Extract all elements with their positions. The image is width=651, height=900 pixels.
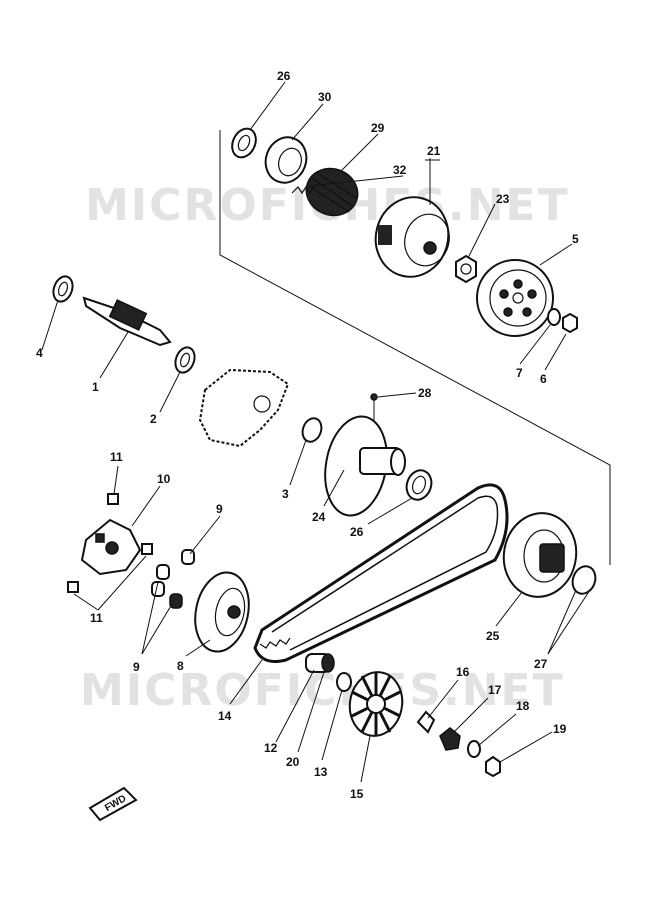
part-9-rollers — [151, 549, 195, 609]
forward-arrow-badge: FWD — [88, 786, 138, 822]
part-4-oil-seal — [52, 275, 74, 303]
callout-labels: 26 30 29 21 32 23 5 7 6 4 1 2 28 3 24 26… — [36, 69, 579, 801]
callout-9-bottom: 9 — [133, 660, 140, 674]
part-29-spring — [305, 167, 359, 217]
part-13-washer — [336, 672, 352, 692]
part-8-primary-sheave — [194, 571, 250, 653]
callout-17: 17 — [488, 683, 502, 697]
part-6-nut — [562, 312, 578, 334]
callout-27: 27 — [534, 657, 548, 671]
callout-6: 6 — [540, 372, 547, 386]
callout-11-bottom: 11 — [90, 611, 103, 625]
callout-2: 2 — [150, 412, 157, 426]
part-32-small-spring — [291, 185, 315, 195]
part-27-washers — [571, 565, 597, 595]
callout-18: 18 — [516, 699, 530, 713]
part-1-shaft — [82, 296, 172, 347]
callout-10: 10 — [157, 472, 171, 486]
part-23-nut — [455, 254, 477, 284]
callout-7: 7 — [516, 366, 523, 380]
callout-24: 24 — [312, 510, 326, 524]
part-5-clutch-housing — [476, 259, 554, 337]
part-17-bracket — [439, 727, 461, 751]
callout-30: 30 — [318, 90, 332, 104]
callout-14: 14 — [218, 709, 232, 723]
callout-20: 20 — [286, 755, 300, 769]
gasket — [198, 368, 290, 448]
assembly-boundary — [219, 130, 611, 565]
part-2-oil-seal — [174, 346, 196, 374]
part-14-belt — [253, 483, 509, 663]
part-10-cam-plate — [80, 518, 142, 576]
part-3-washer — [301, 417, 323, 443]
callout-25: 25 — [486, 629, 500, 643]
part-7-washer — [547, 308, 561, 326]
callout-28: 28 — [418, 386, 432, 400]
callout-11-top: 11 — [110, 450, 123, 464]
callout-29: 29 — [371, 121, 385, 135]
part-15-fan — [348, 671, 404, 737]
callout-9-top: 9 — [216, 502, 223, 516]
part-11-sliders — [67, 493, 153, 593]
part-19-nut — [485, 755, 501, 778]
part-18-washer — [467, 740, 481, 758]
callout-23: 23 — [496, 192, 510, 206]
part-12-collar — [305, 653, 335, 673]
callout-12: 12 — [264, 741, 278, 755]
callout-26-top: 26 — [277, 69, 291, 83]
part-16-plate — [416, 710, 436, 734]
callout-8: 8 — [177, 659, 184, 673]
callout-32: 32 — [393, 163, 407, 177]
callout-3: 3 — [282, 487, 289, 501]
callout-19: 19 — [553, 722, 567, 736]
watermark-bottom: MICROFICHES.NET — [80, 665, 565, 716]
callout-16: 16 — [456, 665, 470, 679]
callout-5: 5 — [572, 232, 579, 246]
part-25-secondary-sheave — [502, 512, 578, 598]
callout-13: 13 — [314, 765, 328, 779]
callout-21: 21 — [427, 144, 441, 158]
callout-4: 4 — [36, 346, 43, 360]
part-26-lower-seal — [405, 469, 433, 501]
callout-26-lower: 26 — [350, 525, 364, 539]
part-21-clutch-assembly — [374, 196, 450, 278]
callout-15: 15 — [350, 787, 364, 801]
part-26-seal — [231, 127, 257, 159]
part-24-sheave — [324, 415, 406, 517]
leader-lines — [41, 81, 591, 783]
callout-1: 1 — [92, 380, 99, 394]
